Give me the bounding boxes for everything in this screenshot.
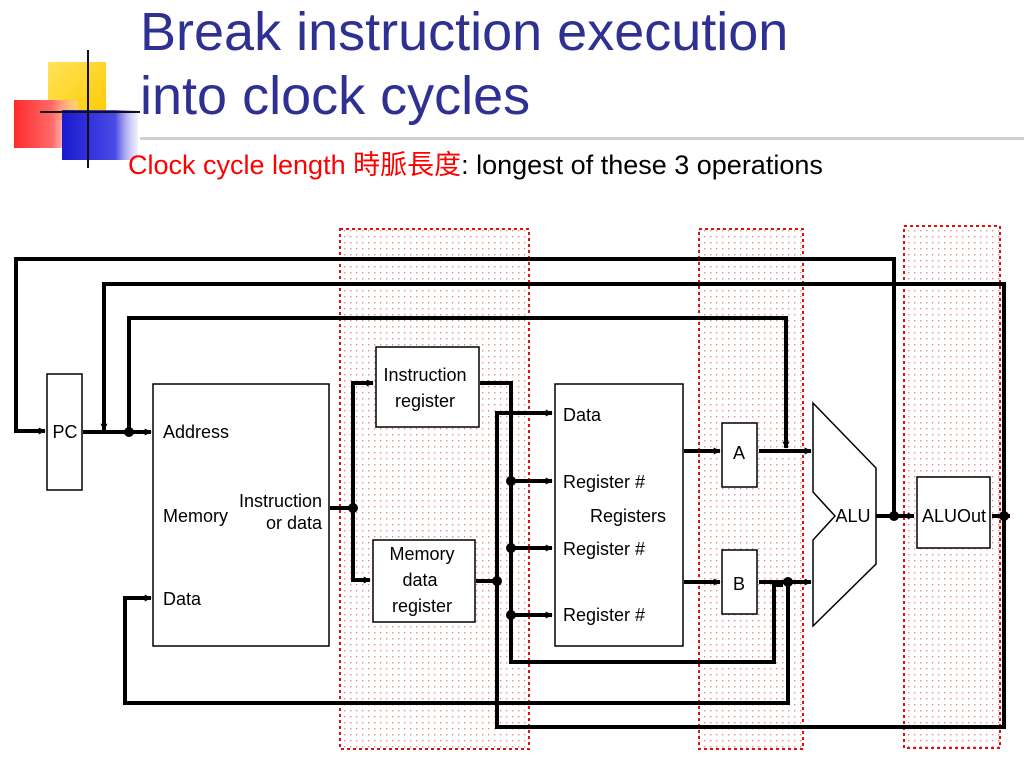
title-underline — [140, 137, 1024, 140]
memory-output-label-2: or data — [266, 513, 323, 533]
cycle-boundary-1 — [339, 228, 530, 750]
slide-title: Break instruction execution into clock c… — [140, 0, 788, 128]
memory-data-label: Data — [163, 589, 202, 609]
instruction-register-box — [375, 346, 480, 428]
slide-subtitle: Clock cycle length 時脈長度: longest of thes… — [128, 147, 823, 183]
blue-square — [62, 110, 138, 160]
junction — [999, 511, 1009, 521]
title-line-2: into clock cycles — [140, 66, 531, 126]
wire-to-ir — [351, 379, 374, 508]
aluout-label: ALUOut — [922, 506, 986, 526]
subtitle-highlight: Clock cycle length 時脈長度 — [128, 150, 462, 180]
ir-label-1: Instruction — [383, 365, 466, 385]
mdr-label-1: Memory — [389, 544, 454, 564]
title-line-1: Break instruction execution — [140, 2, 789, 62]
a-register-box — [721, 422, 758, 488]
registers-reg3-label: Register # — [563, 605, 645, 625]
wire-pc-to-a — [127, 316, 790, 449]
memory-address-label: Address — [163, 422, 229, 442]
wire-pc-feedback-2 — [100, 282, 1006, 516]
registers-data-label: Data — [563, 405, 602, 425]
wire-aluout-feedback — [495, 516, 1006, 729]
junction — [506, 610, 516, 620]
junction — [348, 503, 358, 513]
wire-to-mdr — [351, 508, 371, 584]
registers-name-label: Registers — [590, 506, 666, 526]
alu-label: ALU — [835, 506, 870, 526]
junction — [889, 511, 899, 521]
pc-label: PC — [52, 422, 77, 442]
junction — [492, 576, 502, 586]
alu-shape — [812, 401, 877, 628]
wire-ir-out — [480, 381, 783, 664]
pc-box — [46, 373, 83, 491]
wire-mdr-to-data — [495, 409, 553, 581]
wire-b-to-memdata — [123, 582, 790, 705]
ir-label-2: register — [395, 391, 455, 411]
junction — [124, 427, 134, 437]
memory-data-register-box — [372, 539, 476, 623]
subtitle-rest: : longest of these 3 operations — [461, 150, 823, 180]
a-register-label: A — [733, 443, 745, 463]
junction — [506, 543, 516, 553]
registers-reg2-label: Register # — [563, 539, 645, 559]
b-register-label: B — [733, 574, 745, 594]
b-register-box — [721, 549, 758, 615]
mdr-label-3: register — [392, 596, 452, 616]
registers-reg1-label: Register # — [563, 472, 645, 492]
memory-box — [152, 383, 330, 647]
memory-name-label: Memory — [163, 506, 228, 526]
junction — [506, 476, 516, 486]
mdr-label-2: data — [402, 570, 438, 590]
wire-pc-feedback-1 — [14, 257, 896, 516]
corner-decoration — [14, 50, 140, 168]
aluout-box — [916, 476, 991, 549]
memory-output-label-1: Instruction — [239, 491, 322, 511]
junction — [783, 577, 793, 587]
registers-box — [554, 383, 684, 647]
